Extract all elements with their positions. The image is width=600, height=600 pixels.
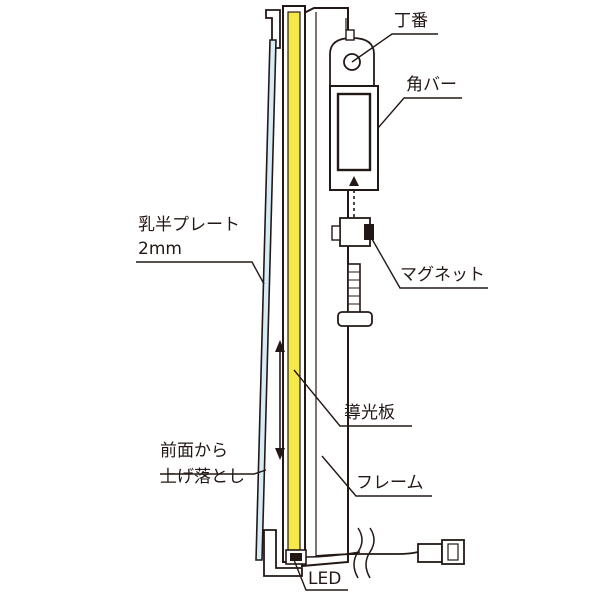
drop-in-arrow xyxy=(275,340,285,460)
led-cable xyxy=(315,527,419,579)
label-drop-in-line1: 前面から xyxy=(160,441,228,461)
label-angle-bar: 角バー xyxy=(406,75,457,95)
label-drop-in-line2: 上げ落とし xyxy=(160,467,245,487)
cable-connector xyxy=(417,539,465,565)
acrylic-plate xyxy=(255,39,277,561)
angle-bar xyxy=(329,85,379,220)
magnet xyxy=(331,217,374,247)
label-acrylic-plate-line2: 2mm xyxy=(138,239,182,259)
leader-light-guide xyxy=(293,369,412,427)
leader-hinge xyxy=(351,33,438,63)
leader-led xyxy=(293,559,348,591)
light-guide-plate xyxy=(282,5,306,563)
label-magnet: マグネット xyxy=(400,265,485,285)
label-light-guide: 導光板 xyxy=(344,403,395,423)
led-unit xyxy=(285,549,361,565)
label-hinge: 丁番 xyxy=(394,11,428,31)
leader-angle-bar xyxy=(377,97,462,129)
leader-acrylic-plate xyxy=(136,261,265,285)
label-acrylic-plate-line1: 乳半プレート xyxy=(138,215,240,235)
leader-lines xyxy=(136,33,488,591)
leader-frame xyxy=(321,455,432,497)
screw xyxy=(337,263,373,327)
leader-drop-in xyxy=(160,469,267,475)
leader-magnet xyxy=(367,231,488,289)
label-frame: フレーム xyxy=(356,473,424,493)
label-led: LED xyxy=(308,569,341,589)
